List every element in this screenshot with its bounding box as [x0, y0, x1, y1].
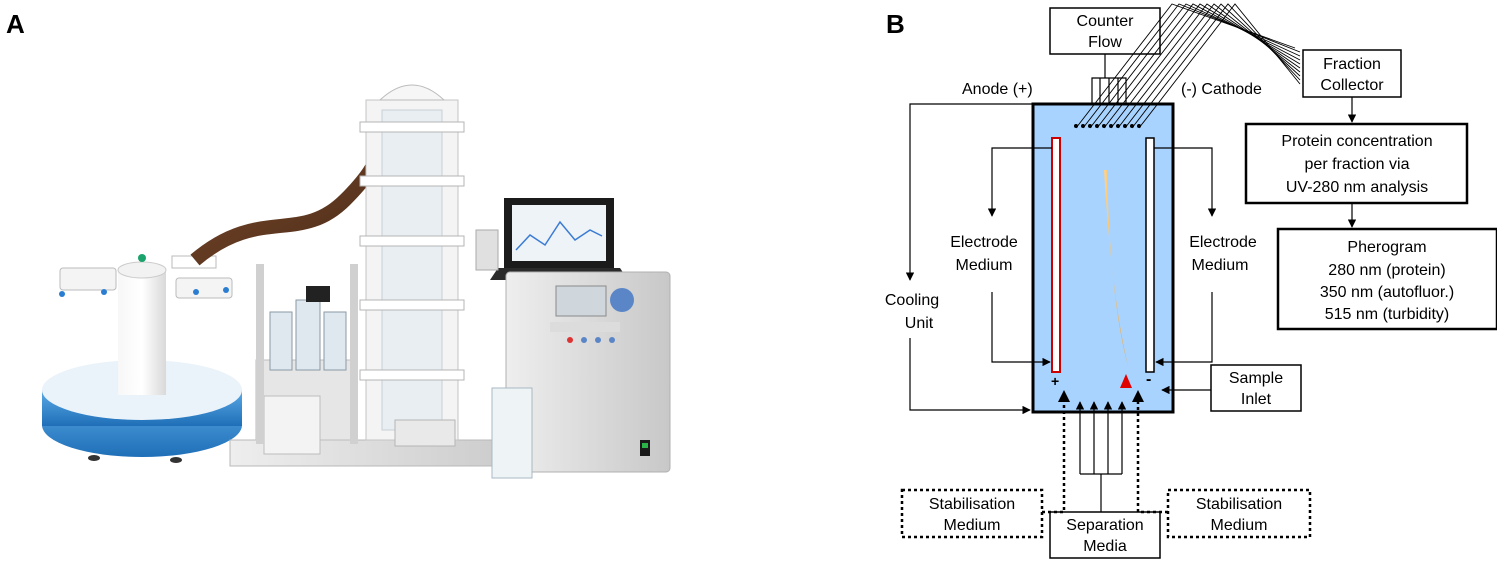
sample-inlet-line1: Sample: [1229, 370, 1283, 387]
electrode-medium-left-in: [991, 292, 1051, 367]
fraction-collector-line2: Collector: [1320, 77, 1384, 94]
fraction-outlet-lines: [1075, 3, 1301, 129]
separation-media-box: [1049, 511, 1161, 559]
anode-label: Anode (+): [962, 81, 1033, 98]
fraction-outlet-dots: [1074, 124, 1141, 128]
pherogram-350: 350 nm (autofluor.): [1320, 284, 1454, 301]
sample-inlet-line2: Inlet: [1241, 391, 1272, 408]
counter-flow-line1: Counter: [1077, 13, 1135, 30]
separation-chamber-tower: [359, 84, 465, 447]
power-supply-unit: [475, 229, 671, 479]
stabilisation-right-line2: Medium: [1211, 517, 1268, 534]
cathode-electrode: [1145, 137, 1155, 373]
cooling-supply-line: [905, 103, 1033, 281]
separation-media-line1: Separation: [1066, 517, 1143, 534]
stabilisation-left-line1: Stabilisation: [929, 496, 1015, 513]
minus-sign: -: [1146, 371, 1151, 388]
electrode-medium-left-line1: Electrode: [950, 234, 1018, 251]
electrode-medium-right-line2: Medium: [1192, 257, 1249, 274]
protein-box-line2: per fraction via: [1305, 156, 1410, 173]
panel-a-label: A: [6, 9, 25, 39]
pump-reservoir-rack: [255, 264, 358, 455]
focused-protein-band: [1104, 170, 1128, 366]
stabilisation-right-line1: Stabilisation: [1196, 496, 1282, 513]
cooling-unit-line2: Unit: [905, 315, 934, 332]
pherogram-515: 515 nm (turbidity): [1325, 306, 1450, 323]
electrode-medium-right-out: [1154, 147, 1217, 217]
panel-a-instrument-photo: A: [6, 9, 671, 479]
counter-flow-line2: Flow: [1088, 34, 1122, 51]
cooling-return-line: [909, 338, 1031, 415]
separation-media-inlets: [1075, 401, 1127, 512]
electrode-medium-right-line1: Electrode: [1189, 234, 1257, 251]
anode-electrode: [1051, 137, 1061, 373]
protein-concentration-box: [1244, 122, 1469, 205]
fraction-collector-device: [42, 254, 242, 463]
electrode-medium-right-in: [1155, 292, 1213, 367]
counter-flow-box: [1049, 7, 1161, 55]
pherogram-box: [1276, 227, 1497, 331]
pherogram-280: 280 nm (protein): [1328, 262, 1445, 279]
sample-marker: [1120, 374, 1132, 388]
panel-b-label: B: [886, 9, 905, 39]
fraction-collector-line1: Fraction: [1323, 56, 1381, 73]
stabilisation-left-flow: [1042, 392, 1066, 514]
separation-media-line2: Media: [1083, 538, 1127, 555]
fraction-collector-box: [1302, 49, 1402, 98]
cathode-label: (-) Cathode: [1181, 81, 1262, 98]
sample-inlet-box: [1210, 364, 1302, 412]
electrode-medium-left-line2: Medium: [956, 257, 1013, 274]
protein-box-line1: Protein concentration: [1281, 133, 1432, 150]
stabilisation-medium-right-box: [1166, 488, 1312, 539]
control-laptop: [490, 198, 628, 280]
stabilisation-left-line2: Medium: [944, 517, 1001, 534]
plus-sign: +: [1051, 373, 1059, 389]
stabilisation-right-flow: [1136, 392, 1168, 514]
cooling-unit-line1: Cooling: [885, 292, 939, 309]
electrode-medium-left-out: [987, 147, 1052, 217]
protein-box-line3: UV-280 nm analysis: [1286, 179, 1428, 196]
pherogram-title: Pherogram: [1347, 239, 1426, 256]
panel-b-schematic: B + - Counter Flow Fraction Collecto: [860, 0, 1497, 561]
stabilisation-medium-left-box: [900, 488, 1044, 539]
